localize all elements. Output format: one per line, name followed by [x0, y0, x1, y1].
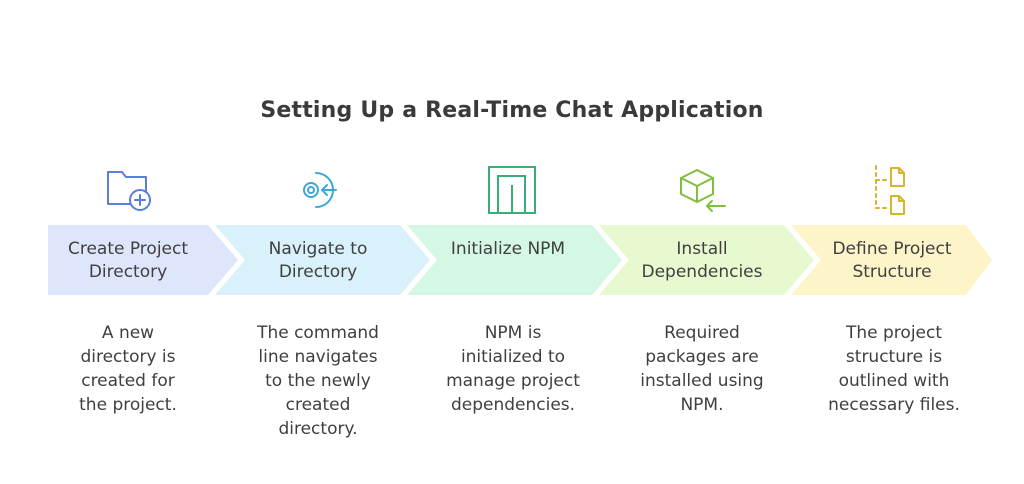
step-description-create-project-directory: A new directory is created for the proje… [79, 323, 177, 415]
step-description-initialize-npm: NPM is initialized to manage project dep… [446, 323, 580, 415]
step-label-define-project-structure: Define Project Structure [832, 239, 952, 282]
package-install-icon [671, 160, 731, 220]
process-chevrons [48, 225, 992, 295]
step-description-define-project-structure: The project structure is outlined with n… [828, 323, 960, 415]
chevron-step-5 [791, 225, 992, 295]
folder-plus-icon [100, 160, 160, 220]
file-structure-icon [862, 160, 922, 220]
step-label-create-project-directory: Create Project Directory [67, 239, 189, 282]
diagram-title: Setting Up a Real-Time Chat Application [260, 98, 764, 123]
navigate-arrow-icon [290, 160, 350, 220]
step-description-install-dependencies: Required packages are installed using NP… [640, 323, 764, 415]
chevron-step-3 [407, 225, 622, 295]
step-description-navigate-to-directory: The command line navigates to the newly … [257, 323, 379, 439]
chevron-step-4 [599, 225, 814, 295]
npm-icon [482, 160, 542, 220]
chevron-step-1 [48, 225, 238, 295]
step-label-initialize-npm: Initialize NPM [450, 239, 566, 259]
chevron-step-2 [215, 225, 430, 295]
step-label-navigate-to-directory: Navigate to Directory [268, 239, 368, 282]
step-label-install-dependencies: Install Dependencies [641, 239, 763, 282]
